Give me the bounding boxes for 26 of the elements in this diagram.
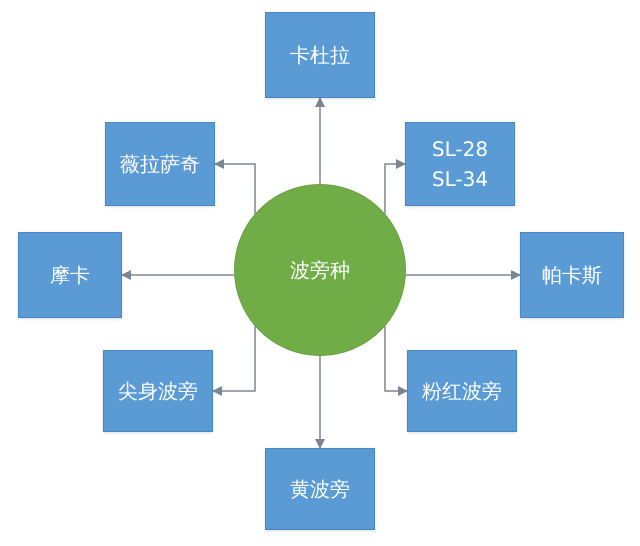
arrow: [212, 326, 256, 396]
variety-box: [520, 232, 624, 318]
arrow: [121, 270, 234, 280]
arrow: [384, 159, 406, 214]
node-label: SL-28: [432, 136, 488, 163]
node-label: 波旁种: [290, 257, 350, 284]
variety-box: [103, 350, 213, 432]
node-label: 帕卡斯: [542, 262, 602, 289]
arrow: [406, 270, 521, 280]
arrow: [384, 326, 408, 396]
node-label: SL-34: [432, 166, 488, 193]
node-label: 尖身波旁: [118, 378, 198, 405]
variety-box: [265, 12, 375, 98]
arrow: [315, 356, 325, 449]
node-label: 薇拉萨奇: [120, 151, 200, 178]
arrow: [214, 159, 256, 214]
variety-box: [407, 350, 517, 432]
node-label: 摩卡: [50, 262, 90, 289]
node-label: 黄波旁: [290, 476, 350, 503]
variety-box: [18, 232, 122, 318]
variety-box: [265, 448, 375, 530]
arrow: [315, 97, 325, 184]
node-label: 粉红波旁: [422, 378, 502, 405]
variety-box: [105, 122, 215, 206]
variety-box: [405, 122, 515, 206]
node-label: 卡杜拉: [290, 42, 350, 69]
